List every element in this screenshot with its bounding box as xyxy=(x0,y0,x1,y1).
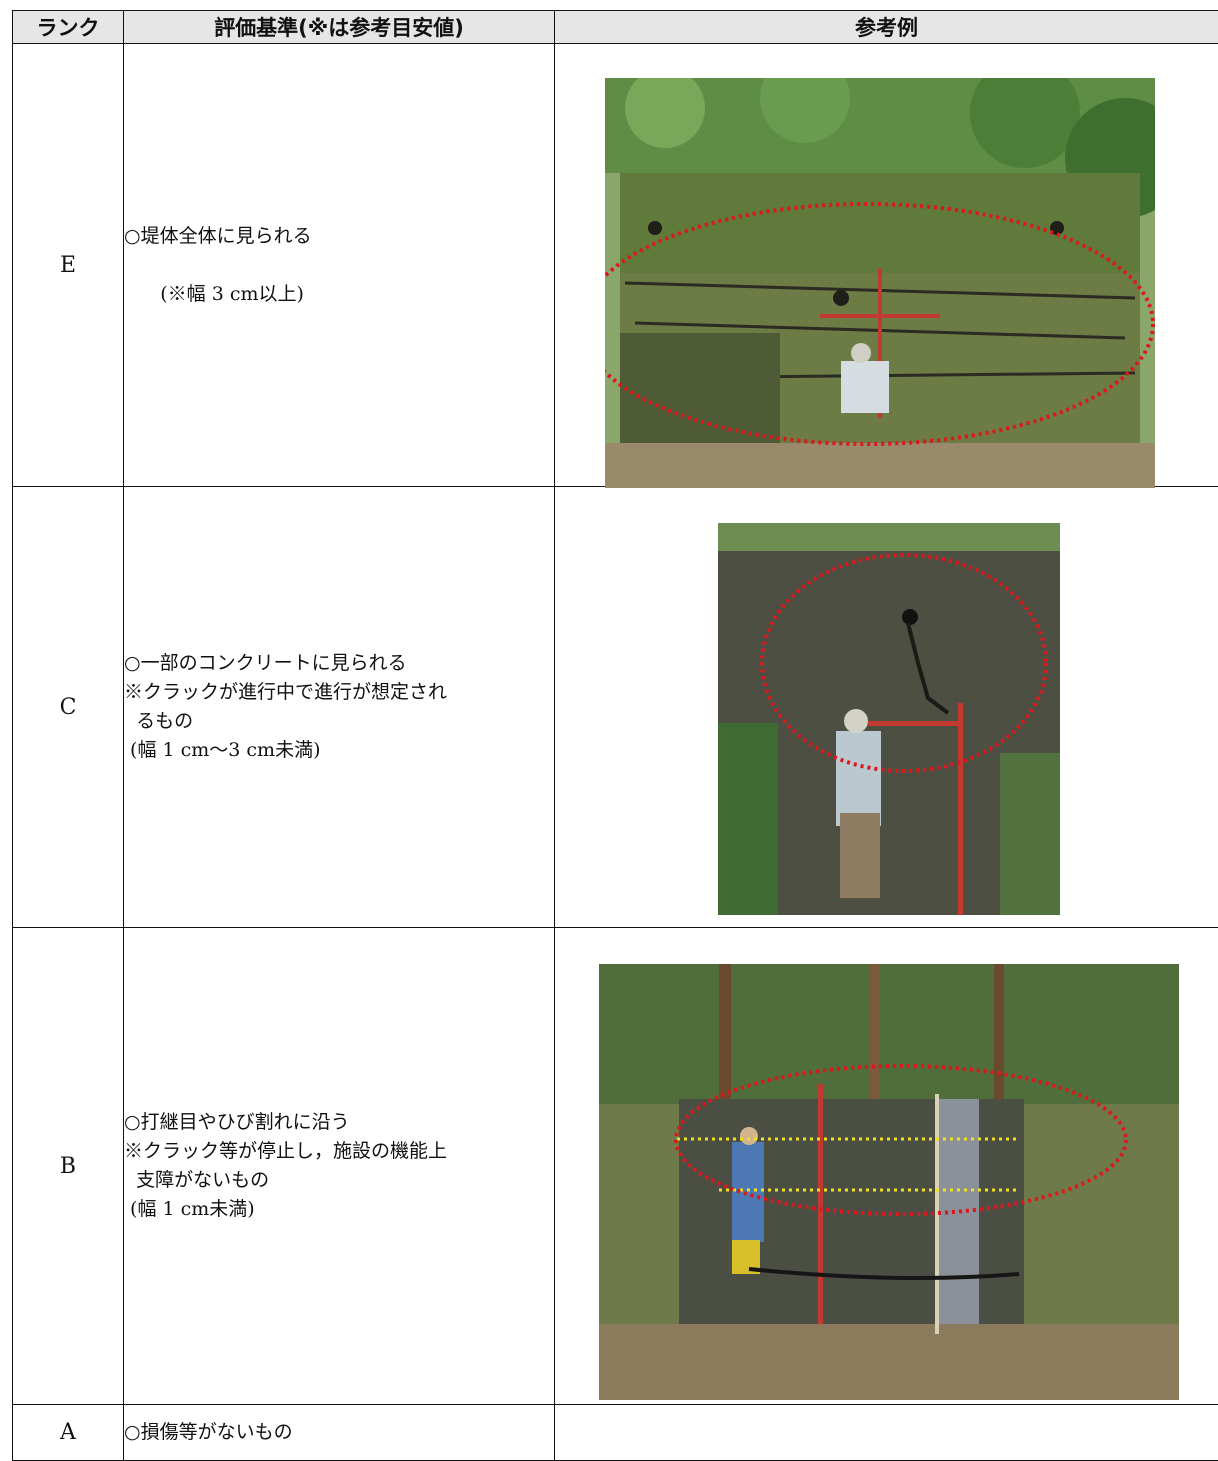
header-rank: ランク xyxy=(13,11,124,44)
criteria-cell: ○堤体全体に見られる (※幅 3 cm以上) xyxy=(124,44,555,487)
header-example: 参考例 xyxy=(555,11,1218,44)
criteria-line: ○一部のコンクリートに見られる xyxy=(124,649,554,678)
rank-cell: C xyxy=(13,487,124,928)
example-cell xyxy=(555,487,1218,928)
example-photo-c xyxy=(718,523,1060,915)
table-row-a: A ○損傷等がないもの xyxy=(13,1405,1218,1461)
table-row-e: E ○堤体全体に見られる (※幅 3 cm以上) xyxy=(13,44,1218,487)
example-cell xyxy=(555,1405,1218,1461)
example-photo-e xyxy=(605,78,1155,488)
criteria-cell: ○損傷等がないもの xyxy=(124,1405,555,1461)
header-criteria: 評価基準(※は参考目安値) xyxy=(124,11,555,44)
criteria-line: ※クラック等が停止し，施設の機能上 xyxy=(124,1137,554,1166)
criteria-line: ○堤体全体に見られる xyxy=(124,222,554,251)
criteria-cell: ○一部のコンクリートに見られる ※クラックが進行中で進行が想定され るもの (幅… xyxy=(124,487,555,928)
evaluation-table: ランク 評価基準(※は参考目安値) 参考例 E ○堤体全体に見られる (※幅 3… xyxy=(12,10,1218,1461)
criteria-line: (幅 1 cm～3 cm未満) xyxy=(124,736,554,765)
criteria-line: るもの xyxy=(124,707,554,736)
criteria-line: ○損傷等がないもの xyxy=(124,1418,554,1447)
header-row: ランク 評価基準(※は参考目安値) 参考例 xyxy=(13,11,1218,44)
criteria-line: ※クラックが進行中で進行が想定され xyxy=(124,678,554,707)
criteria-line: (幅 1 cm未満) xyxy=(124,1195,554,1224)
example-photo-b xyxy=(599,964,1179,1400)
example-cell xyxy=(555,44,1218,487)
example-cell xyxy=(555,928,1218,1405)
rank-cell: E xyxy=(13,44,124,487)
criteria-cell: ○打継目やひび割れに沿う ※クラック等が停止し，施設の機能上 支障がないもの (… xyxy=(124,928,555,1405)
criteria-line: 支障がないもの xyxy=(124,1166,554,1195)
criteria-line: ○打継目やひび割れに沿う xyxy=(124,1108,554,1137)
criteria-line xyxy=(124,251,554,280)
rank-cell: A xyxy=(13,1405,124,1461)
table-row-b: B ○打継目やひび割れに沿う ※クラック等が停止し，施設の機能上 支障がないもの… xyxy=(13,928,1218,1405)
criteria-line: (※幅 3 cm以上) xyxy=(124,280,554,309)
rank-cell: B xyxy=(13,928,124,1405)
table-row-c: C ○一部のコンクリートに見られる ※クラックが進行中で進行が想定され るもの … xyxy=(13,487,1218,928)
